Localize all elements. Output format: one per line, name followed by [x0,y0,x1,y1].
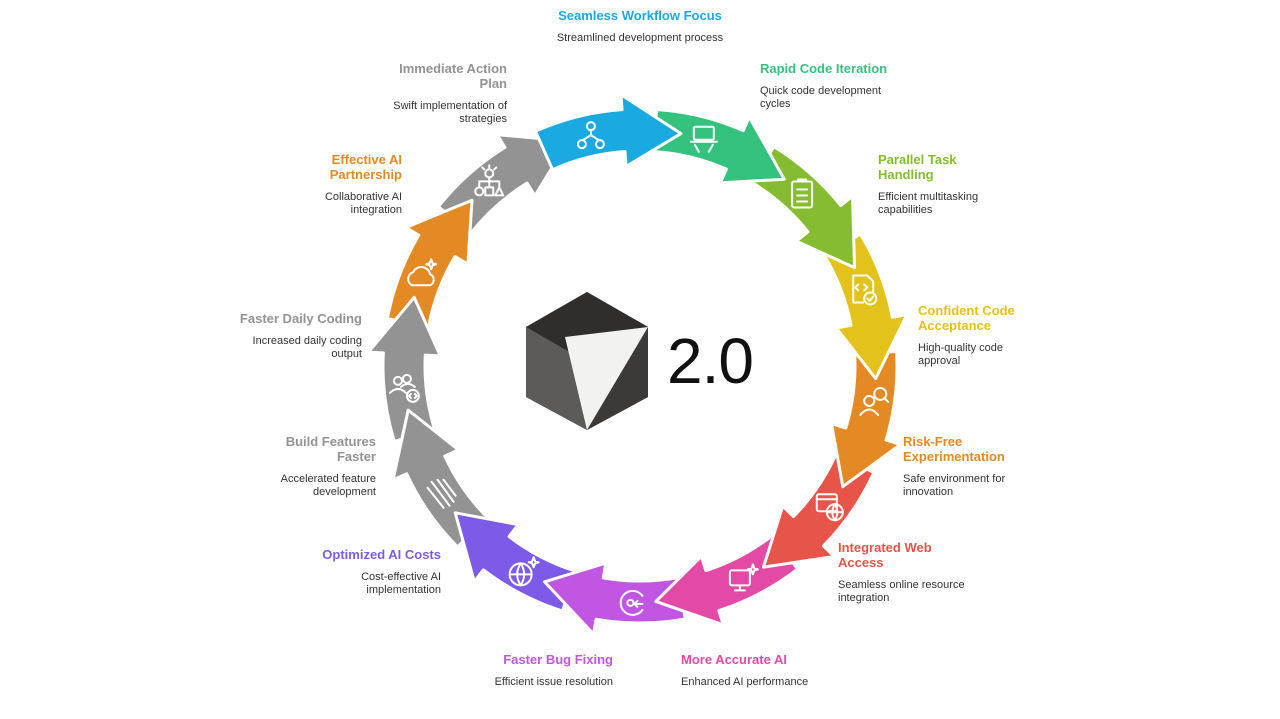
step-title: Immediate Action Plan [399,61,507,91]
step-title: Parallel Task Handling [878,152,957,182]
step-label: Risk-Free Experimentation Safe environme… [903,434,1033,499]
step-label: Build Features Faster Accelerated featur… [246,434,376,499]
step-title: Optimized AI Costs [322,547,441,562]
cycle-arrow-segment [830,350,902,489]
step-description: Streamlined development process [556,32,724,44]
step-label: Confident Code Acceptance High-quality c… [918,303,1038,368]
cycle-arrow-segment [391,408,489,549]
laptop-hands-icon [689,125,718,153]
cloud-sparkle-icon [407,258,438,287]
step-title: Integrated Web Access [838,540,932,570]
step-title: More Accurate AI [681,652,787,667]
version-number: 2.0 [667,325,754,397]
globe-sparkle-icon [508,556,540,587]
step-title: Faster Daily Coding [239,311,362,326]
idea-flow-icon [474,164,505,197]
step-description: Seamless online resource integration [838,579,965,604]
checklist-icon [791,178,814,209]
step-title: Risk-Free Experimentation [903,434,1005,464]
step-label: Optimized AI Costs Cost-effective AI imp… [301,547,441,597]
monitor-sparkle-icon [728,563,759,592]
speed-lines-icon [426,478,457,509]
step-label: Rapid Code Iteration Quick code developm… [760,61,890,111]
cycle-arrow-segment [533,93,683,172]
code-file-check-icon [852,274,878,306]
step-description: Efficient issue resolution [494,676,613,688]
step-title: Build Features Faster [285,434,376,464]
cycle-arrow-segment [654,534,800,627]
users-code-icon [388,373,420,403]
step-label: Faster Bug Fixing Efficient issue resolu… [473,652,613,689]
refresh-target-icon [619,589,644,616]
step-description: Increased daily coding output [252,335,362,360]
step-description: Efficient multitasking capabilities [878,191,979,216]
person-search-icon [859,386,890,416]
cycle-arrow-segment [543,561,687,636]
cycle-arrow-segment [652,108,786,185]
step-description: Collaborative AI integration [324,191,402,216]
step-description: Quick code development cycles [760,85,882,110]
cycle-arrow-segment [366,295,442,443]
step-title: Effective AI Partnership [329,152,402,182]
step-description: Swift implementation of strategies [393,100,507,125]
step-title: Seamless Workflow Focus [558,8,722,23]
product-logo [523,290,651,437]
browser-globe-icon [815,493,844,522]
step-description: Accelerated feature development [280,473,376,498]
cycle-arrow-segment [822,232,909,381]
hierarchy-icon [576,121,605,150]
step-description: Cost-effective AI implementation [361,571,441,596]
step-description: Safe environment for innovation [903,473,1006,498]
step-label: Immediate Action Plan Swift implementati… [377,61,507,126]
cycle-arrow-segment [453,511,577,613]
step-description: High-quality code approval [918,342,1003,367]
step-label: More Accurate AI Enhanced AI performance [681,652,811,689]
step-label: Faster Daily Coding Increased daily codi… [222,311,362,361]
cycle-arrow-segment [385,198,474,328]
step-title: Faster Bug Fixing [503,652,613,667]
step-label: Parallel Task Handling Efficient multita… [878,152,1008,217]
step-title: Confident Code Acceptance [918,303,1015,333]
step-label: Seamless Workflow Focus Streamlined deve… [540,8,740,45]
step-description: Enhanced AI performance [681,676,809,688]
step-label: Effective AI Partnership Collaborative A… [272,152,402,217]
step-title: Rapid Code Iteration [760,61,888,76]
step-label: Integrated Web Access Seamless online re… [838,540,968,605]
